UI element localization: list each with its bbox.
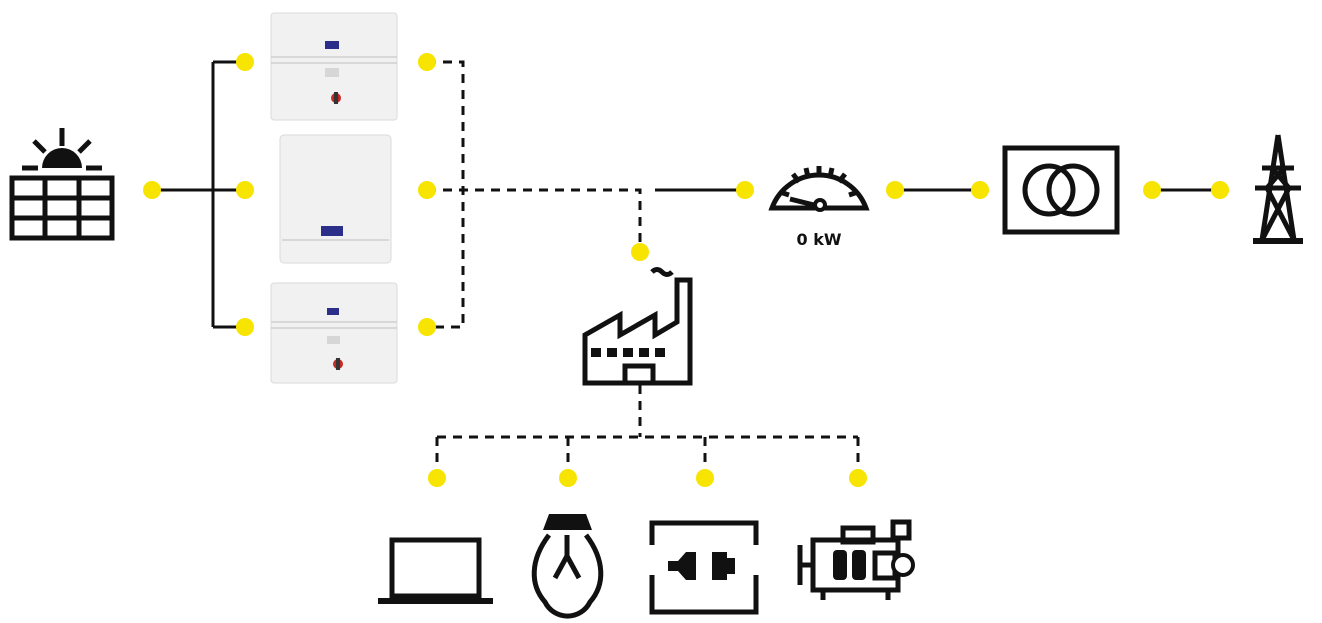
brand-logo [325, 41, 339, 49]
inverter-bottom [270, 282, 398, 384]
meter-power-readout: 0 kW [797, 230, 842, 249]
pv-wiring [152, 60, 245, 329]
node-battery-in [236, 181, 254, 199]
node-load-laptop [428, 469, 446, 487]
brand-logo [321, 226, 343, 236]
node-load-light [559, 469, 577, 487]
engine-generator-icon [797, 519, 915, 600]
transformer-icon [1002, 145, 1120, 235]
light-bulb-icon [531, 514, 604, 619]
power-pylon-icon [1253, 134, 1303, 244]
node-inverter-top-out [418, 53, 436, 71]
node-inverter-bottom-out [418, 318, 436, 336]
node-load-generator [849, 469, 867, 487]
factory-icon [582, 267, 693, 386]
ac-bus-wiring [427, 60, 745, 329]
node-meter-out [886, 181, 904, 199]
plug-socket-icon [649, 520, 759, 615]
node-solar-out [143, 181, 161, 199]
node-battery-out [418, 181, 436, 199]
node-meter-in [736, 181, 754, 199]
battery-storage-unit [279, 134, 392, 264]
power-meter-icon [768, 166, 870, 212]
node-grid-in [1211, 181, 1229, 199]
connection-nodes [143, 53, 1229, 487]
load-distribution-wiring [435, 385, 860, 468]
inverter-top [270, 12, 398, 121]
node-factory-in [631, 243, 649, 261]
solar-panel-icon [9, 128, 115, 241]
brand-logo [327, 308, 339, 315]
node-inverter-top-in [236, 53, 254, 71]
node-transformer-out [1143, 181, 1161, 199]
node-load-socket [696, 469, 714, 487]
laptop-icon [378, 537, 493, 604]
node-inverter-bottom-in [236, 318, 254, 336]
node-transformer-in [971, 181, 989, 199]
